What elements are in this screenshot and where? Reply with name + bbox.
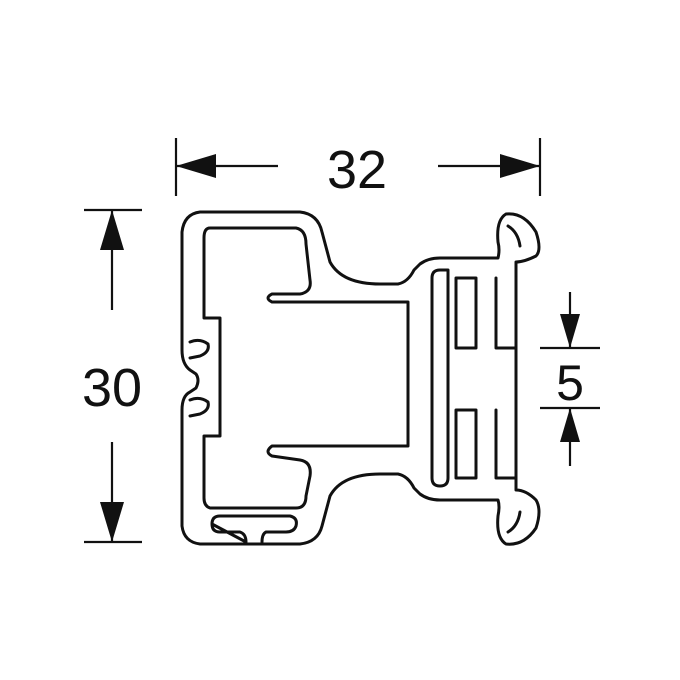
right-fin-spine — [430, 268, 450, 488]
slot-arrow-top — [560, 314, 580, 348]
width-dimension: 32 — [174, 138, 542, 200]
lower-fin-1 — [454, 408, 478, 480]
top-hook-inner — [506, 224, 522, 248]
slot-label: 5 — [556, 355, 584, 411]
left-notch-lower — [188, 396, 210, 418]
bottom-hook-inner — [506, 510, 522, 534]
left-notch-upper — [188, 338, 210, 360]
height-label: 30 — [82, 358, 142, 418]
width-label: 32 — [327, 140, 387, 200]
slot-dimension: 5 — [540, 292, 600, 466]
width-arrow-left — [176, 154, 216, 178]
profile-outer-contour — [180, 210, 541, 546]
height-dimension: 30 — [82, 208, 142, 544]
width-arrow-right — [500, 154, 540, 178]
height-arrow-bottom — [100, 502, 124, 542]
lower-fin-2 — [494, 408, 518, 480]
upper-fin-2 — [494, 276, 518, 350]
height-arrow-top — [100, 210, 124, 250]
profile-inner-cavity — [202, 226, 410, 510]
upper-fin-1 — [454, 276, 478, 350]
slot-arrow-bottom — [560, 408, 580, 442]
bottom-groove — [210, 514, 298, 544]
profile-cross-section — [180, 210, 541, 546]
